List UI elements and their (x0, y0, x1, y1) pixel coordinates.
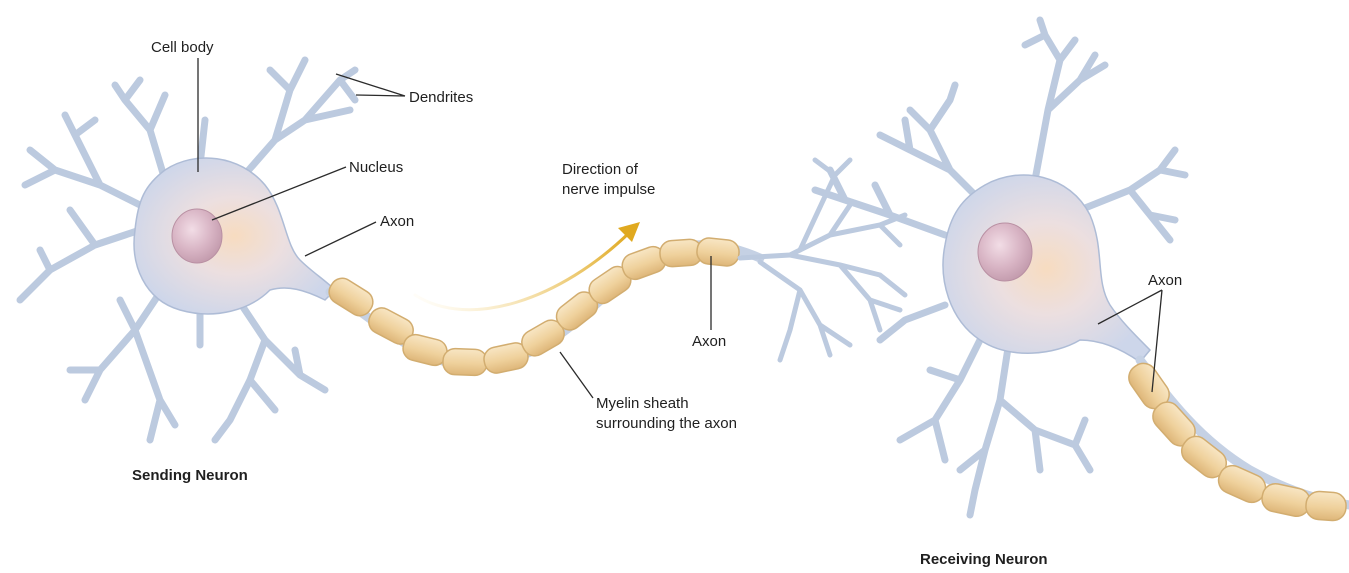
dendrites-label: Dendrites (409, 88, 473, 107)
receiving-neuron-title: Receiving Neuron (920, 550, 1048, 569)
nucleus-label: Nucleus (349, 158, 403, 177)
axon-sending-label: Axon (380, 212, 414, 231)
sending-nucleus (172, 209, 222, 263)
receiving-neuron (815, 20, 1349, 521)
myelin-label-line2: surrounding the axon (596, 414, 737, 433)
axon-receiving-label: Axon (1148, 271, 1182, 290)
receiving-nucleus (978, 223, 1032, 281)
direction-label-line2: nerve impulse (562, 180, 655, 199)
direction-label-line1: Direction of (562, 160, 638, 179)
leader-myelin (560, 352, 593, 398)
axon-middle-label: Axon (692, 332, 726, 351)
sending-cell-body (134, 158, 335, 314)
myelin-label-line1: Myelin sheath (596, 394, 689, 413)
receiving-myelin-segments (1124, 358, 1347, 521)
sending-neuron (20, 60, 355, 440)
myelin-segments (325, 237, 741, 376)
cell-body-label: Cell body (151, 38, 214, 57)
receiving-cell-body (943, 175, 1150, 362)
leader-axon-sending (305, 222, 376, 256)
sending-neuron-title: Sending Neuron (132, 466, 248, 485)
